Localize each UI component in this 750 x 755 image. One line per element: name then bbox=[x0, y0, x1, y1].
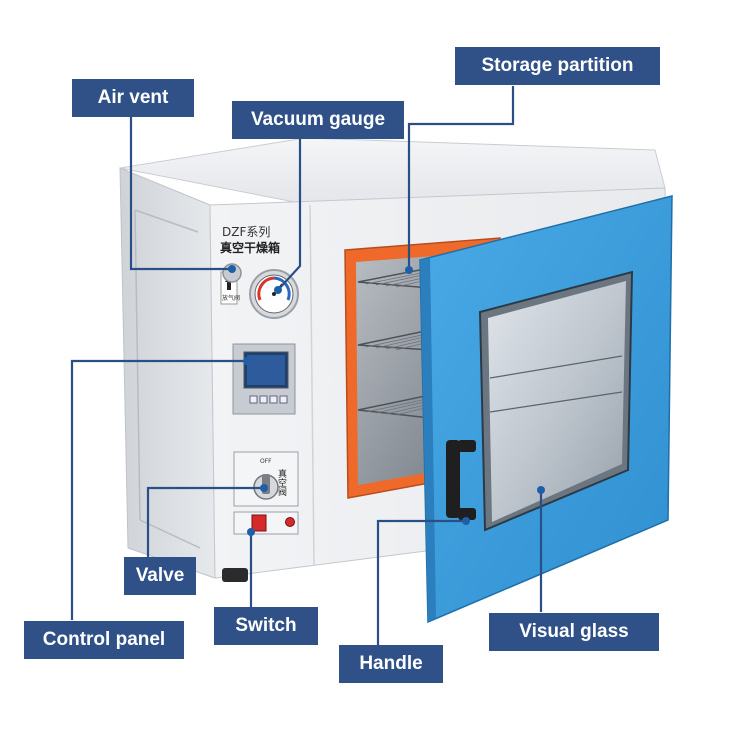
switch-label: Switch bbox=[214, 607, 318, 645]
power-switch-plate bbox=[233, 511, 299, 535]
panel-button bbox=[279, 395, 288, 404]
control-panel-marker bbox=[243, 357, 251, 365]
vacuum-gauge-label: Vacuum gauge bbox=[232, 101, 404, 139]
valve-label: Valve bbox=[124, 557, 196, 595]
valve-off-text: OFF bbox=[260, 458, 272, 465]
panel-button bbox=[249, 395, 258, 404]
vacuum-gauge-marker bbox=[274, 286, 282, 294]
valve-leader bbox=[146, 486, 264, 557]
door bbox=[419, 195, 673, 624]
handle-marker bbox=[462, 517, 470, 525]
door-handle bbox=[446, 440, 460, 518]
storage-partition-label: Storage partition bbox=[455, 47, 660, 85]
air-vent-label: Air vent bbox=[72, 79, 194, 117]
vacuum-gauge-leader bbox=[277, 139, 302, 291]
indicator-light bbox=[285, 517, 295, 527]
panel-button bbox=[269, 395, 278, 404]
model-series-text: DZF系列 bbox=[222, 225, 270, 239]
handle-leader bbox=[376, 519, 466, 645]
leader-lines bbox=[70, 86, 545, 645]
control-panel-leader bbox=[70, 359, 247, 620]
valve-marker bbox=[260, 484, 268, 492]
power-switch bbox=[251, 514, 267, 532]
control-panel bbox=[232, 343, 296, 415]
valve-plate: OFF 真空阀 bbox=[233, 451, 299, 507]
valve-text: 真空阀 bbox=[276, 468, 287, 497]
storage-partition-marker bbox=[405, 266, 413, 274]
air-vent-tag: 放气阀 bbox=[222, 294, 240, 302]
switch-marker bbox=[247, 528, 255, 536]
panel-button bbox=[259, 395, 268, 404]
air-vent-marker bbox=[228, 265, 236, 273]
control-panel-label: Control panel bbox=[24, 621, 184, 659]
handle-label: Handle bbox=[339, 645, 443, 683]
visual-glass-label: Visual glass bbox=[489, 613, 659, 651]
visual-glass-marker bbox=[537, 486, 545, 494]
air-vent-leader bbox=[129, 116, 232, 271]
nameplate: DZF系列 真空干燥箱 bbox=[220, 225, 280, 255]
model-name-text: 真空干燥箱 bbox=[220, 240, 280, 255]
storage-partition-leader bbox=[407, 86, 515, 270]
